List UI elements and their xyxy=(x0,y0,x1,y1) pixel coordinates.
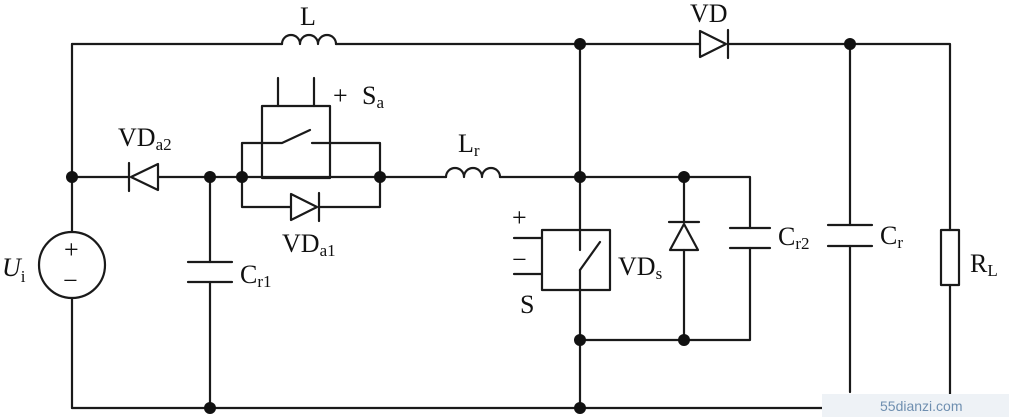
aux-switch-label: Sa xyxy=(362,81,384,112)
capacitor-cr2-label: Cr2 xyxy=(778,222,810,253)
resistor-rl-label: RL xyxy=(970,249,998,280)
wires xyxy=(70,42,952,410)
diode-vda2-label: VDa2 xyxy=(118,123,172,154)
inductor-l-label: L xyxy=(300,2,316,31)
diode-vda2: VDa2 xyxy=(118,123,172,193)
diode-vd-label: VD xyxy=(690,0,728,28)
aux-switch-plus: + xyxy=(333,81,348,110)
inductor-lr-label: Lr xyxy=(458,129,480,160)
inductor-lr: Lr xyxy=(444,129,502,179)
diode-vds: VDs xyxy=(618,220,701,283)
diode-vds-label: VDs xyxy=(618,252,662,283)
watermark-text: 55dianzi.com xyxy=(880,398,963,414)
aux-switch-sa: + Sa xyxy=(260,81,384,180)
diode-vda1-label: VDa1 xyxy=(282,229,336,260)
main-switch-label: S xyxy=(520,290,534,319)
capacitor-cr-label: Cr xyxy=(880,221,903,252)
capacitor-cr1-label: Cr1 xyxy=(240,260,272,291)
junction-dots xyxy=(66,38,856,414)
source-minus: − xyxy=(63,266,78,295)
inductor-l: L xyxy=(280,2,338,46)
main-switch-plus: + xyxy=(512,203,527,232)
main-switch-s: + − S xyxy=(512,203,612,319)
main-switch-minus: − xyxy=(512,245,527,274)
source-label: Ui xyxy=(2,253,26,286)
capacitor-cr1: Cr1 xyxy=(186,260,272,291)
capacitor-cr2: Cr2 xyxy=(728,222,810,253)
watermark: 55dianzi.com xyxy=(822,394,1009,417)
diode-vda1: VDa1 xyxy=(282,191,336,260)
capacitor-cr: Cr xyxy=(826,221,903,252)
source-plus: + xyxy=(64,235,79,264)
voltage-source-ui: + − Ui xyxy=(2,230,107,300)
diode-vd: VD xyxy=(690,0,730,60)
resistor-rl: RL xyxy=(939,228,998,287)
